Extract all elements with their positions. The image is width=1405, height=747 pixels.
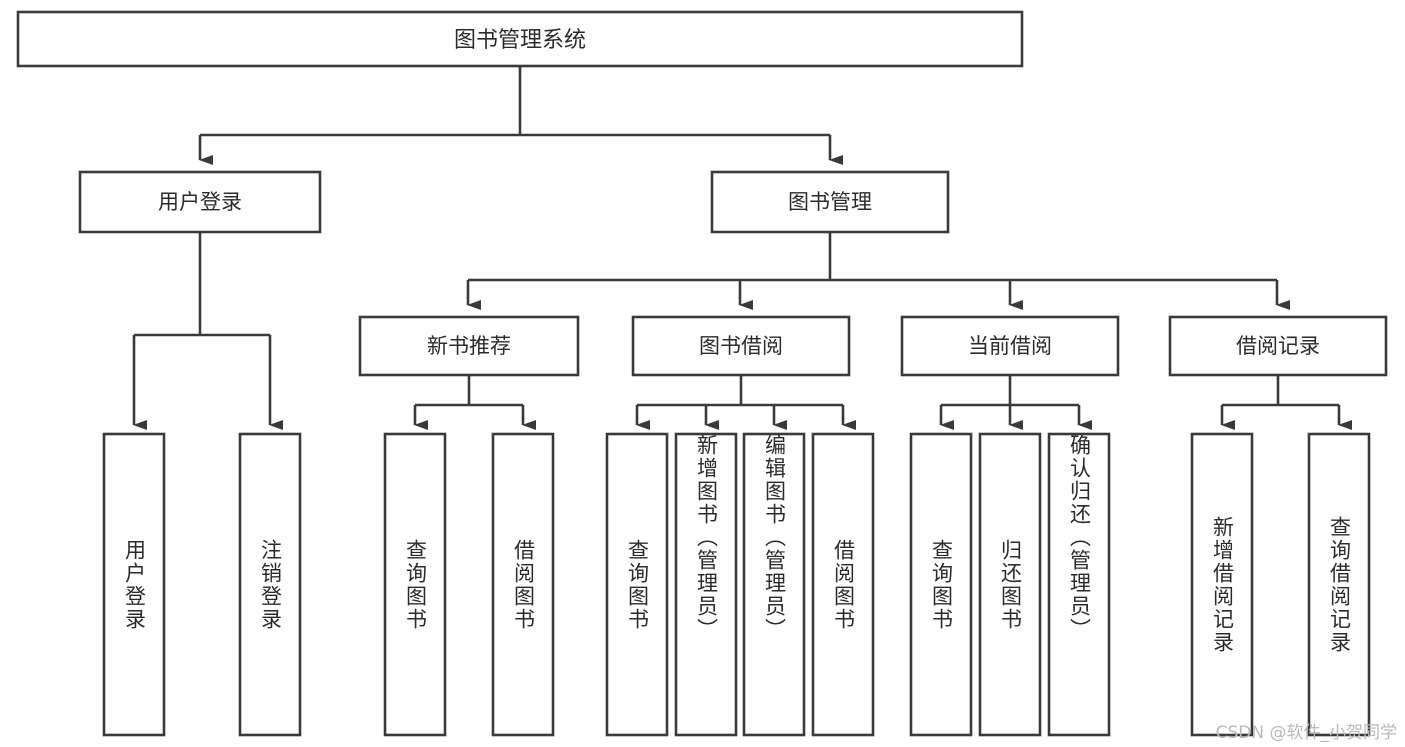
leaf-box-query-book-1[interactable] — [383, 432, 447, 737]
new-book-recommend-label: 新书推荐 — [427, 334, 511, 358]
connector-new-book-recommend-to-leaves — [413, 375, 536, 430]
user-login-box — [78, 170, 322, 234]
new-book-recommend-box — [358, 315, 580, 377]
connector-current-borrow-to-leaves — [939, 375, 1092, 430]
leaf-box-edit-book[interactable] — [742, 432, 806, 737]
node-book-borrow[interactable]: 图书借阅 — [631, 315, 851, 377]
leaf-box-query-book-3[interactable] — [909, 432, 973, 737]
leaf-boxes — [102, 432, 1371, 737]
borrow-record-label: 借阅记录 — [1236, 334, 1320, 358]
leaf-box-query-record[interactable] — [1307, 432, 1371, 737]
leaf-box-logout[interactable] — [238, 432, 302, 737]
connector-book-borrow-to-leaves — [635, 375, 856, 430]
connector-borrow-record-to-leaves — [1220, 375, 1352, 430]
node-borrow-record[interactable]: 借阅记录 — [1168, 315, 1388, 377]
leaf-box-return-book[interactable] — [978, 432, 1042, 737]
current-borrow-label: 当前借阅 — [968, 334, 1052, 358]
leaf-box-user-login[interactable] — [102, 432, 166, 737]
leaf-box-confirm-return[interactable] — [1047, 432, 1111, 737]
book-management-label: 图书管理 — [788, 190, 872, 214]
node-user-login[interactable]: 用户登录 — [78, 170, 322, 234]
leaf-box-borrow-book-1[interactable] — [491, 432, 555, 737]
node-root[interactable]: 图书管理系统 — [16, 10, 1024, 68]
connector-book-management-to-level3 — [466, 232, 1290, 310]
leaf-box-add-record[interactable] — [1190, 432, 1254, 737]
root-box — [16, 10, 1024, 68]
leaf-box-query-book-2[interactable] — [605, 432, 669, 737]
current-borrow-box — [900, 315, 1120, 377]
connector-user-login-to-leaves — [132, 232, 283, 430]
book-borrow-label: 图书借阅 — [699, 334, 783, 358]
leaf-box-borrow-book-2[interactable] — [811, 432, 875, 737]
node-new-book-recommend[interactable]: 新书推荐 — [358, 315, 580, 377]
watermark-text: CSDN @软件_小贺同学 — [1215, 723, 1397, 743]
leaf-box-add-book[interactable] — [674, 432, 738, 737]
node-book-management[interactable]: 图书管理 — [710, 170, 950, 234]
user-login-label: 用户登录 — [158, 190, 242, 214]
connector-root-to-level2 — [198, 66, 843, 165]
node-current-borrow[interactable]: 当前借阅 — [900, 315, 1120, 377]
root-label: 图书管理系统 — [454, 28, 586, 53]
